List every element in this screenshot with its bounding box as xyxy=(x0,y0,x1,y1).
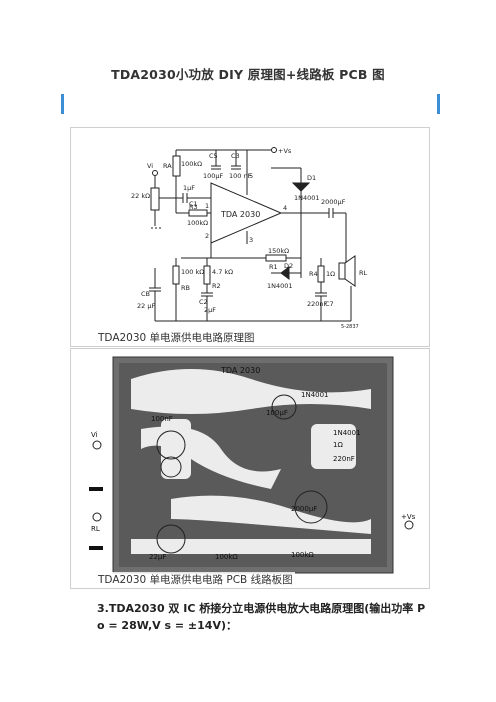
label-rb: RB xyxy=(181,284,190,292)
label-c3-val: 100 nF xyxy=(229,172,252,180)
label-r-100k-top: 100kΩ xyxy=(181,160,202,168)
section-heading-line1: 3.TDA2030 双 IC 桥接分立电源供电放大电路原理图(输出功率 P xyxy=(97,602,426,615)
pcb-trace-top xyxy=(131,369,371,414)
resistor-r2 xyxy=(203,265,211,285)
label-r2-val: 4.7 kΩ xyxy=(212,268,233,276)
pcb-label-r100k-b: 100kΩ xyxy=(291,551,314,559)
label-vs: +Vs xyxy=(278,147,292,155)
pcb-trace-lower xyxy=(171,495,371,534)
schematic-caption: TDA2030 单电源供电电路原理图 xyxy=(96,330,257,345)
label-chip: TDA 2030 xyxy=(220,210,260,219)
pcb-terminal-vi xyxy=(92,440,102,450)
pcb-caption: TDA2030 单电源供电电路 PCB 线路板图 xyxy=(96,572,295,587)
pcb-cap-22u xyxy=(156,524,186,554)
label-pin1: 1 xyxy=(205,202,209,210)
pcb-label-vi: Vi xyxy=(91,431,98,439)
label-r2: R2 xyxy=(212,282,221,290)
pcb-label-rl: RL xyxy=(91,525,100,533)
pcb-label-c100u: 100μF xyxy=(266,409,288,417)
tda2030-chip xyxy=(210,182,283,244)
resistor-r1 xyxy=(265,254,287,262)
speaker-rl xyxy=(338,262,346,280)
resistor-rb xyxy=(172,265,180,285)
label-r3-val: 100kΩ xyxy=(187,219,208,227)
label-r1: R1 xyxy=(269,263,278,271)
label-d1: D1 xyxy=(307,174,316,182)
schematic-figure: Vi RA 100kΩ C5 C3 100μF 100 nF +Vs 1μF C… xyxy=(70,127,430,347)
label-c7: C7 xyxy=(325,300,334,308)
label-c1: C1 xyxy=(189,200,198,208)
pcb-diagram: TDA 2030 Vi RL +Vs 2000μF 22μF 100kΩ 100… xyxy=(89,356,416,574)
pcb-pad-right xyxy=(311,424,356,469)
label-pin5: 5 xyxy=(249,172,253,180)
label-d2: D2 xyxy=(284,262,293,270)
pcb-label-d-a: 1N4001 xyxy=(301,391,329,399)
schematic-diagram: Vi RA 100kΩ C5 C3 100μF 100 nF +Vs 1μF C… xyxy=(131,147,368,330)
label-pin2: 2 xyxy=(205,232,209,240)
pcb-label-d-b: 1N4001 xyxy=(333,429,361,437)
label-c2: C2 xyxy=(199,298,208,306)
label-r4-val: 1Ω xyxy=(326,270,335,278)
label-cout: 2000μF xyxy=(321,198,346,206)
label-c3: C3 xyxy=(231,152,240,160)
pcb-pad-left xyxy=(161,419,191,479)
label-d1-type: 1N4001 xyxy=(294,194,320,202)
pcb-ground-a xyxy=(89,487,103,491)
resistor-r4 xyxy=(317,265,325,283)
label-rl: RL xyxy=(359,269,368,277)
pcb-label-c2000: 2000μF xyxy=(291,505,317,513)
label-cb-val: 22 μF xyxy=(137,302,155,310)
label-c1-val: 1μF xyxy=(183,184,195,192)
label-r1-val: 150kΩ xyxy=(268,247,289,255)
label-c5-val: 100μF xyxy=(203,172,224,180)
potentiometer xyxy=(150,187,160,211)
pcb-figure: TDA 2030 Vi RL +Vs 2000μF 22μF 100kΩ 100… xyxy=(70,348,430,589)
label-cb: CB xyxy=(141,290,150,298)
pcb-cap-100u xyxy=(271,394,297,420)
section-marker-left xyxy=(61,94,64,114)
pcb-ground-b xyxy=(89,546,103,550)
pcb-cap-input xyxy=(156,430,186,460)
pcb-cap-2000u xyxy=(294,490,328,524)
pcb-trace-bottom xyxy=(131,539,371,554)
diode-d1 xyxy=(291,182,311,192)
pcb-label-r100k-a: 100kΩ xyxy=(215,553,238,561)
label-r3: R3 xyxy=(189,203,198,211)
label-pin4: 4 xyxy=(283,204,287,212)
section-marker-right xyxy=(437,94,440,114)
label-ref: 5-2837 xyxy=(341,324,359,330)
label-r-100k-b: 100 kΩ xyxy=(181,268,204,276)
pcb-terminal-vs xyxy=(404,520,414,530)
label-r4: R4 xyxy=(309,270,318,278)
resistor-ra xyxy=(172,155,181,177)
pcb-pot xyxy=(160,456,182,478)
pcb-label-c220n: 220nF xyxy=(333,455,355,463)
pcb-label-c100n: 100nF xyxy=(151,415,173,423)
pcb-label-c22: 22μF xyxy=(149,553,166,561)
pcb-terminal-rl xyxy=(92,512,102,522)
label-c2-val: 2μF xyxy=(204,306,216,314)
label-vi: Vi xyxy=(147,162,153,170)
label-ra: RA xyxy=(163,162,172,170)
section-heading-line2: o = 28W,V s = ±14V)： xyxy=(97,619,237,632)
label-c5: C5 xyxy=(209,152,218,160)
section-heading: 3.TDA2030 双 IC 桥接分立电源供电放大电路原理图(输出功率 P o … xyxy=(97,600,437,634)
document-title: TDA2030小功放 DIY 原理图+线路板 PCB 图 xyxy=(111,67,385,82)
pcb-label-r1: 1Ω xyxy=(333,441,343,449)
label-c7-val: 220nF xyxy=(307,300,328,308)
pcb-label-vs: +Vs xyxy=(401,513,416,521)
label-pin3: 3 xyxy=(249,236,253,244)
label-pot: 22 kΩ xyxy=(131,192,150,200)
pcb-label-chip: TDA 2030 xyxy=(220,366,260,375)
label-d2-type: 1N4001 xyxy=(267,282,293,290)
